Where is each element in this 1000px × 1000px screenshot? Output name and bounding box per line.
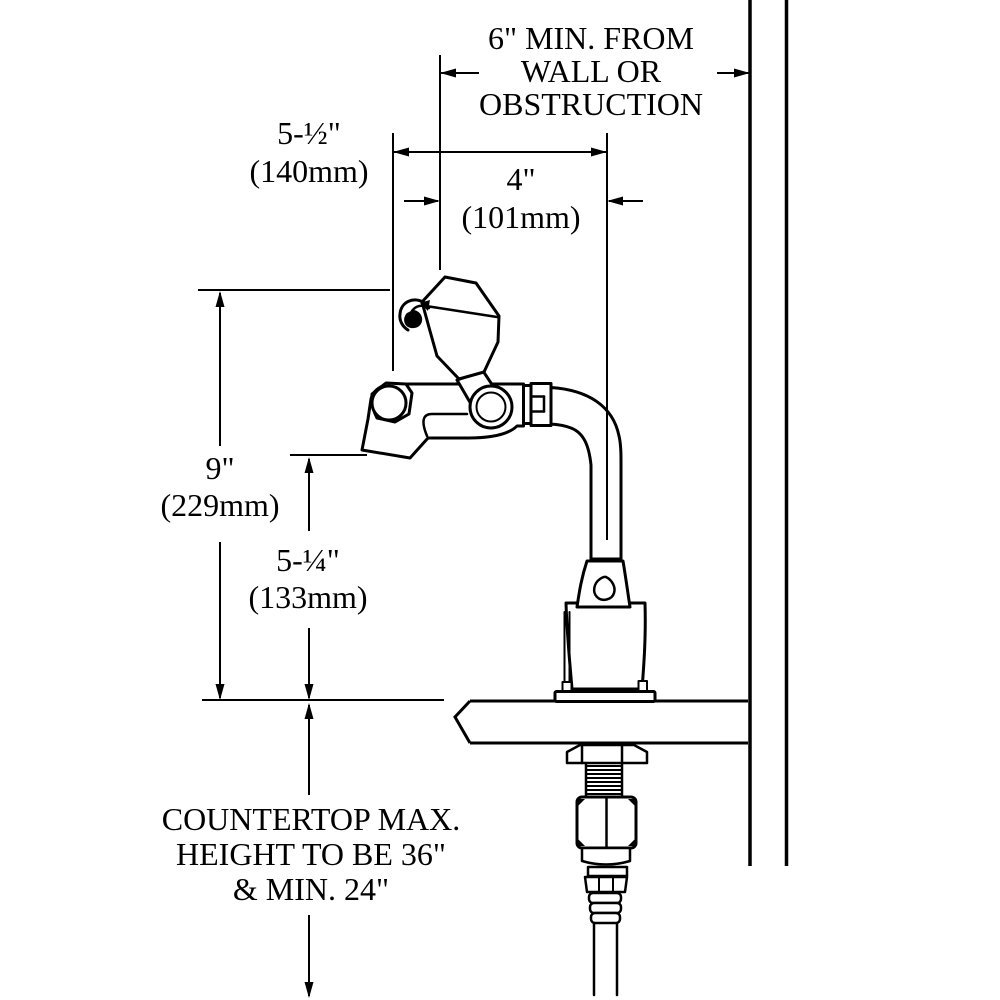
countertop-note-line2: HEIGHT TO BE 36": [176, 836, 446, 872]
spout-clamp: [522, 382, 553, 427]
dim-label-wall-clearance-line3: OBSTRUCTION: [478, 86, 704, 122]
hose-fitting: [580, 846, 632, 925]
dim-label-wall-clearance-line2: WALL OR: [520, 53, 662, 89]
countertop-break-line: [453, 699, 472, 744]
threaded-shank: [584, 761, 624, 799]
dim-label-head-offset-metric: (140mm): [249, 153, 369, 189]
dim-label-head-offset-value: 5-½": [277, 115, 341, 151]
countertop-note: COUNTERTOP MAX. HEIGHT TO BE 36" & MIN. …: [162, 802, 461, 907]
countertop: [202, 699, 748, 745]
dim-label-spout-height: 5-¼" (133mm): [248, 542, 367, 616]
supply-hose: [592, 921, 619, 997]
spray-head-cap-line: [424, 304, 499, 319]
dim-label-spout-height-value: 5-¼": [276, 542, 340, 578]
handle-knob: [370, 384, 408, 422]
dimension-arrowheads: [215, 68, 750, 998]
dim-label-wall-clearance: 6" MIN. FROM WALL OR OBSTRUCTION: [479, 22, 703, 121]
dim-label-spout-height-metric: (133mm): [248, 579, 368, 615]
coupling-nut: [575, 795, 638, 850]
dim-label-spray-center-metric: (101mm): [461, 199, 581, 235]
mounting-flange: [553, 690, 657, 703]
dim-label-spray-center-value: 4": [506, 161, 536, 197]
aerator-tip: [398, 298, 427, 332]
wall-lines: [748, 0, 789, 866]
valve-body: [561, 559, 648, 693]
swivel-joint: [455, 369, 514, 430]
spout-step-line: [422, 412, 469, 438]
dim-label-overall-height: 9" (229mm): [160, 450, 279, 524]
dimension-lines: [198, 55, 750, 996]
bonnet-hole: [592, 575, 616, 602]
aerator-tip-shade: [404, 310, 423, 329]
dim-label-wall-clearance-line1: 6" MIN. FROM: [488, 20, 694, 56]
dim-label-overall-height-value: 9": [205, 450, 235, 486]
riser-pipe: [549, 386, 623, 561]
faucet-spray-head: [398, 275, 501, 381]
dim-label-overall-height-metric: (229mm): [160, 487, 280, 523]
lock-nut: [565, 743, 649, 765]
dim-label-spray-center: 4" (101mm): [461, 160, 580, 236]
dim-label-head-offset: 5-½" (140mm): [249, 114, 368, 190]
countertop-note-line1: COUNTERTOP MAX.: [161, 801, 461, 837]
countertop-note-line3: & MIN. 24": [232, 871, 390, 907]
